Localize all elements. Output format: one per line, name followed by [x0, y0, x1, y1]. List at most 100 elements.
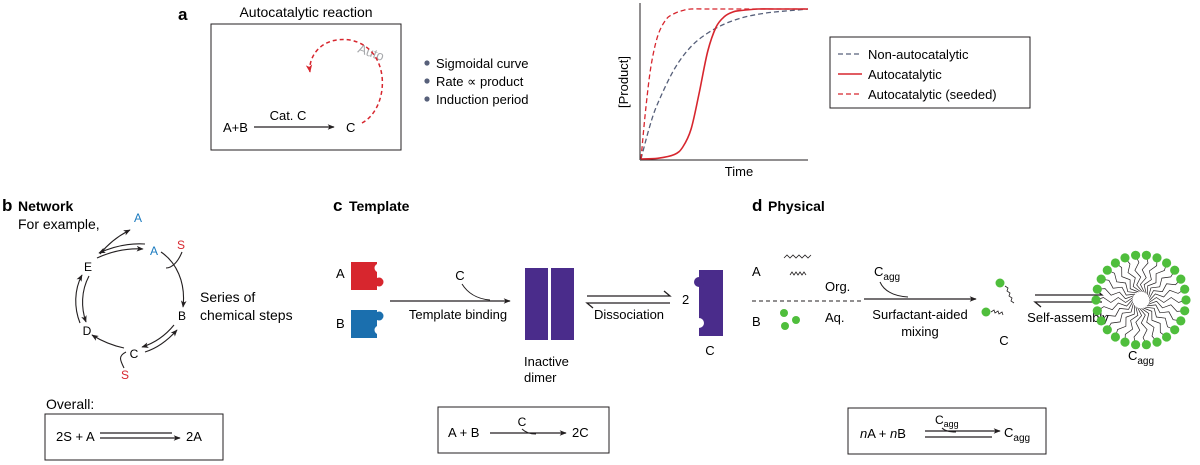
micelle-head: [1131, 250, 1141, 260]
overall-equation-left: 2S + A: [56, 429, 95, 444]
micelle-aggregate: [1091, 250, 1191, 350]
bullet-dot: [424, 60, 430, 66]
micelle-tail: [1146, 304, 1181, 322]
micelle-tail: [1149, 288, 1185, 301]
arrow-c-to-d: [91, 334, 125, 349]
micelle-head: [1162, 258, 1172, 268]
phase-a-label: A: [752, 264, 761, 279]
node-e: E: [84, 260, 92, 274]
panel-b-title: Network: [18, 198, 73, 214]
dissociation-label: Dissociation: [594, 307, 664, 322]
arrow-s-feed-bottom: [119, 351, 127, 369]
steps-label-line2: chemical steps: [200, 307, 293, 323]
micelle-tail: [1097, 299, 1133, 312]
template-equation-right: 2C: [572, 425, 589, 440]
micelle-tail: [1143, 307, 1167, 338]
template-equation-box: [437, 406, 610, 454]
reaction-box-title: Autocatalytic reaction: [239, 4, 372, 20]
dimer-label-line2: dimer: [524, 370, 557, 385]
chart-series-layer: [640, 8, 809, 160]
micelle-head: [1092, 306, 1102, 316]
self-assembly-reverse-arrow: [1033, 301, 1102, 308]
node-s-bottom: S: [121, 368, 129, 382]
micelle-tail: [1106, 303, 1134, 330]
self-assembly-label: Self-assembly: [1027, 310, 1109, 325]
phase-b-label: B: [752, 314, 761, 329]
legend-label-non-autocatalytic: Non-autocatalytic: [868, 47, 969, 62]
micelle-tail: [1115, 262, 1139, 293]
micelle-tail: [1145, 306, 1175, 331]
physical-equation-left: nA + nB: [860, 426, 906, 441]
red-puzzle-piece-a: [351, 262, 384, 290]
panel-a-label: a: [178, 5, 188, 24]
micelle-head: [1152, 253, 1162, 263]
micelle-tail: [1148, 278, 1182, 299]
micelle-head: [1180, 284, 1190, 294]
micelle-head: [1131, 340, 1141, 350]
micelle-head: [1096, 274, 1106, 284]
micelle-tail: [1101, 278, 1136, 296]
micelle-head: [1176, 316, 1186, 326]
node-c: C: [130, 347, 139, 361]
micelle-head: [1096, 316, 1106, 326]
micelle-tail: [1115, 305, 1135, 338]
arrow-b-to-c: [141, 324, 175, 348]
node-s-top: S: [177, 238, 185, 252]
dissociation-reverse-arrow: [585, 302, 670, 309]
org-phase-label: Org.: [825, 279, 850, 294]
physical-equation-box: [847, 407, 1047, 455]
micelle-head: [1141, 340, 1151, 350]
micelle-head: [1110, 332, 1120, 342]
aq-phase-label: Aq.: [825, 310, 845, 325]
autocatalytic-loop-arrow: [305, 38, 383, 124]
arrow-d-to-e: [75, 274, 83, 324]
series-line-autocatalytic-seeded: [640, 8, 808, 160]
panel-d-title: Physical: [768, 198, 825, 214]
legend-label-autocatalytic-seeded: Autocatalytic (seeded): [868, 87, 997, 102]
panel-b-subtitle: For example,: [18, 216, 100, 232]
overall-equation-right: 2A: [186, 429, 202, 444]
micelle-head: [1120, 253, 1130, 263]
micelle-tail: [1141, 308, 1158, 343]
micelle-head: [1170, 325, 1180, 335]
chart-y-label: [Product]: [616, 56, 631, 108]
micelle-tail: [1124, 257, 1141, 292]
arrow-e-to-a: [96, 245, 144, 259]
bullet-dot: [424, 78, 430, 84]
blue-puzzle-piece-b: [351, 310, 384, 338]
chart-x-label: Time: [725, 164, 753, 179]
physical-product-label: C: [999, 333, 1008, 348]
micelle-head: [1120, 337, 1130, 347]
reactants-label: A+B: [223, 120, 248, 135]
series-line-autocatalytic: [640, 8, 808, 160]
template-product-label: C: [705, 343, 714, 358]
catalyst-hook: [461, 283, 491, 301]
micelle-tail: [1148, 297, 1187, 303]
micelle-head: [1102, 265, 1112, 275]
arrow-s-feed: [165, 251, 183, 269]
panel-d: d Physical A Org. Aq. B Cagg Surfactant-…: [752, 196, 1191, 455]
self-assembly-forward-arrow: [1035, 289, 1104, 296]
bullet-dot: [424, 96, 430, 102]
panel-c-label: c: [333, 196, 342, 215]
micelle-head: [1091, 295, 1101, 305]
physical-equation-right: Cagg: [1004, 425, 1030, 444]
bullet-text: Induction period: [436, 92, 529, 107]
micelle-head: [1170, 265, 1180, 275]
micelle-head: [1162, 332, 1172, 342]
node-a: A: [150, 244, 158, 258]
arrow-c-to-b: [144, 329, 178, 353]
node-d: D: [83, 324, 92, 338]
property-bullets: Sigmoidal curve Rate ∝ product Induction…: [424, 56, 529, 107]
mixing-catalyst-hook: [879, 281, 909, 298]
micelle-head: [1110, 258, 1120, 268]
micelle-tail: [1143, 257, 1158, 294]
micelle-head: [1180, 306, 1190, 316]
piece-b-label: B: [336, 316, 345, 331]
bullet-text: Sigmoidal curve: [436, 56, 529, 71]
mixing-catalyst-label: Cagg: [874, 264, 900, 283]
product-coefficient: 2: [682, 292, 689, 307]
micelle-head: [1141, 250, 1151, 260]
bullet-text: Rate ∝ product: [436, 74, 524, 89]
